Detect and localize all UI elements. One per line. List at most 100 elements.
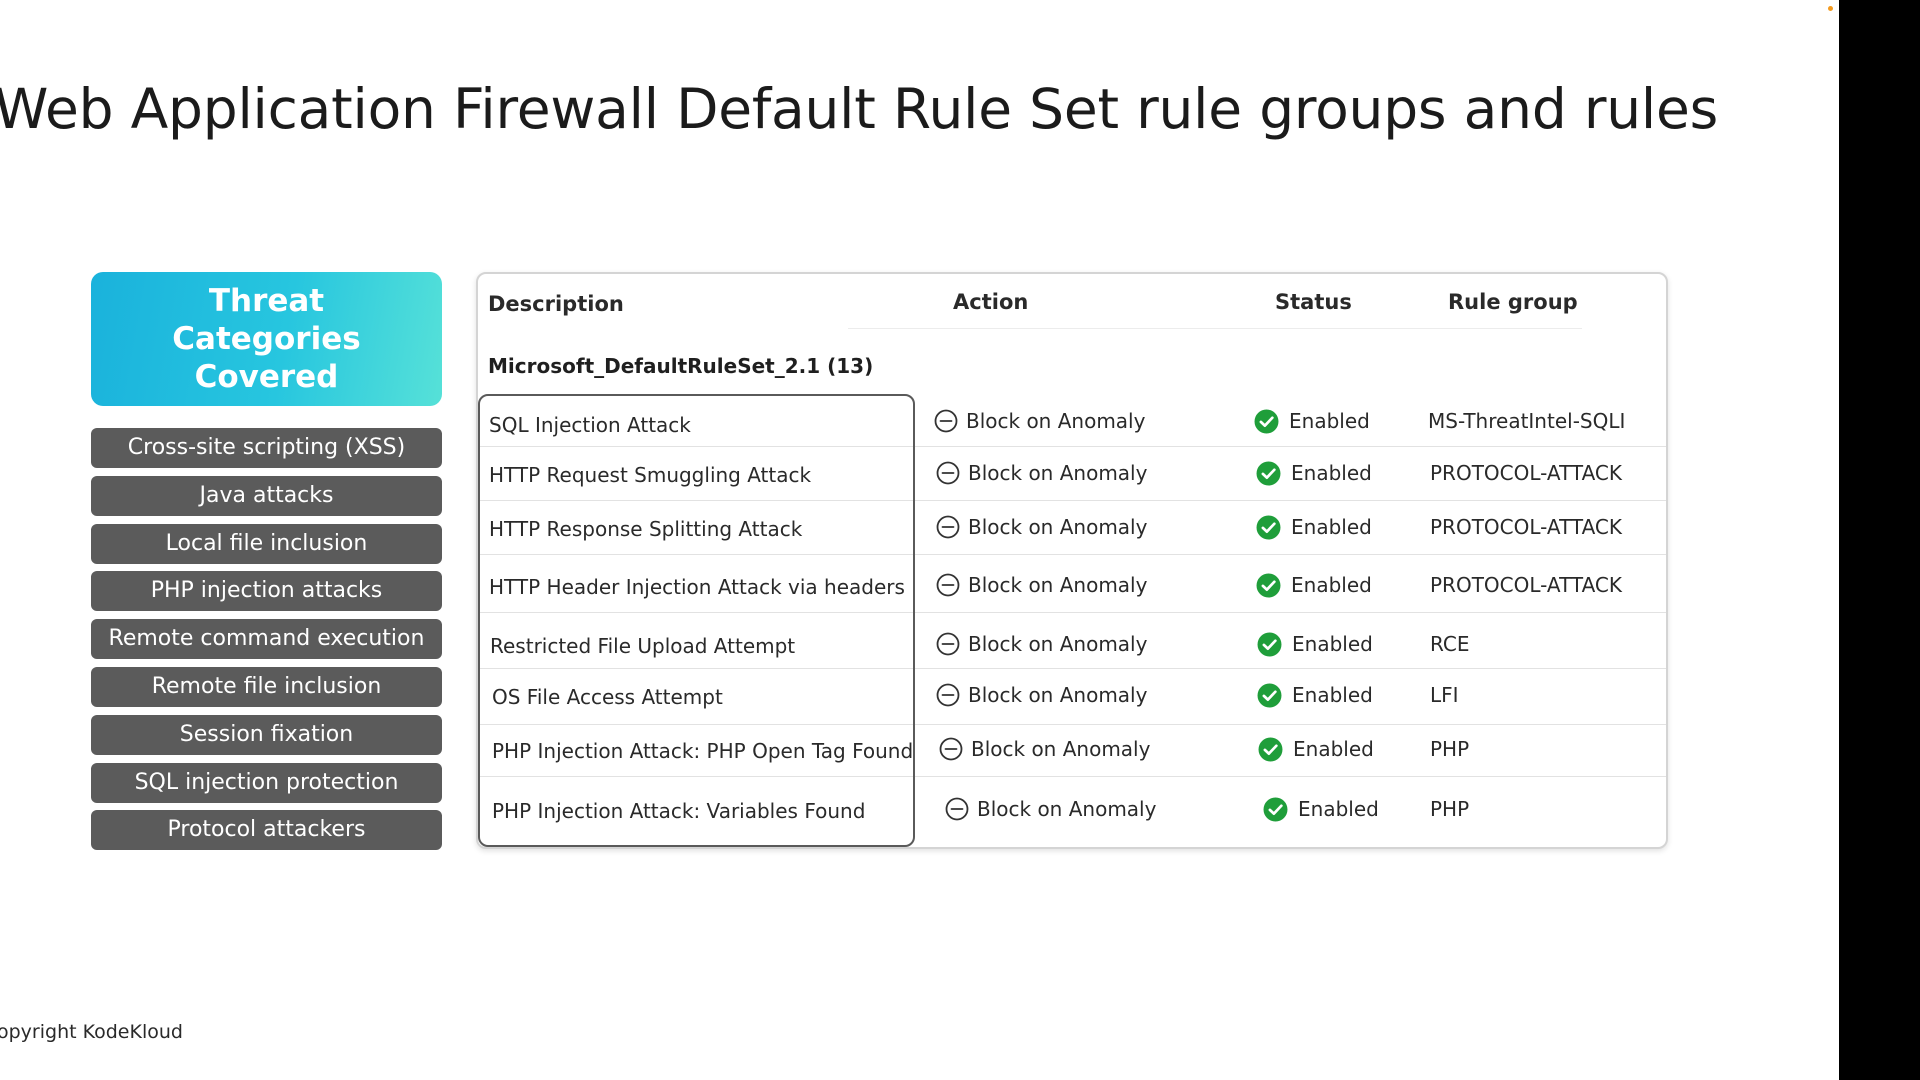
rule-status: Enabled (1257, 670, 1373, 720)
threat-categories-list: Cross-site scripting (XSS) Java attacks … (91, 428, 442, 851)
block-icon (936, 632, 960, 656)
check-circle-icon (1257, 632, 1282, 656)
rule-group: PHP (1430, 797, 1470, 821)
rule-description: PHP Injection Attack: PHP Open Tag Found (492, 739, 914, 763)
threat-item-sqli: SQL injection protection (91, 762, 442, 803)
rule-status-label: Enabled (1289, 409, 1370, 433)
table-row[interactable]: HTTP Request Smuggling Attack Block on An… (478, 450, 1666, 500)
rule-action[interactable]: Block on Anomaly (936, 502, 1147, 552)
block-icon (936, 515, 960, 539)
rule-action[interactable]: Block on Anomaly (936, 670, 1147, 720)
header-divider (848, 328, 1582, 329)
rule-status: Enabled (1263, 784, 1379, 834)
rule-action[interactable]: Block on Anomaly (936, 560, 1147, 610)
rule-status-label: Enabled (1292, 632, 1373, 656)
rule-status: Enabled (1258, 724, 1374, 774)
check-circle-icon (1254, 409, 1279, 433)
threat-item-rfi: Remote file inclusion (91, 666, 442, 707)
rule-action-label: Block on Anomaly (966, 409, 1146, 433)
rule-action-label: Block on Anomaly (968, 573, 1148, 597)
row-divider (478, 446, 1666, 447)
rule-action[interactable]: Block on Anomaly (945, 784, 1156, 834)
row-divider (478, 500, 1666, 501)
threat-item-session-fixation: Session fixation (91, 714, 442, 755)
rules-table: Description Action Status Rule group Mic… (476, 272, 1668, 849)
rule-description: Restricted File Upload Attempt (490, 634, 796, 658)
rule-action-label: Block on Anomaly (971, 737, 1151, 761)
rule-group: PROTOCOL-ATTACK (1430, 573, 1623, 597)
table-row[interactable]: PHP Injection Attack: Variables Found Blo… (478, 786, 1666, 836)
rule-action-label: Block on Anomaly (968, 461, 1148, 485)
check-circle-icon (1256, 461, 1281, 485)
column-header-rule-group[interactable]: Rule group (1448, 290, 1578, 314)
check-circle-icon (1257, 683, 1282, 707)
table-row[interactable]: SQL Injection Attack Block on Anomaly Enab… (478, 400, 1666, 450)
table-row[interactable]: PHP Injection Attack: PHP Open Tag Found… (478, 726, 1666, 776)
rule-group: MS-ThreatIntel-SQLI (1428, 409, 1626, 433)
rule-status-label: Enabled (1291, 573, 1372, 597)
rule-description: HTTP Response Splitting Attack (489, 517, 803, 541)
row-divider (478, 776, 1666, 777)
threat-item-lfi: Local file inclusion (91, 523, 442, 564)
table-row[interactable]: HTTP Response Splitting Attack Block on A… (478, 504, 1666, 554)
row-divider (478, 612, 1666, 613)
rule-group: LFI (1430, 683, 1459, 707)
check-circle-icon (1263, 797, 1288, 821)
block-icon (936, 573, 960, 597)
threat-item-xss: Cross-site scripting (XSS) (91, 428, 442, 468)
threat-item-php: PHP injection attacks (91, 571, 442, 612)
table-row[interactable]: HTTP Header Injection Attack via headers… (478, 562, 1666, 612)
rule-action-label: Block on Anomaly (968, 632, 1148, 656)
rule-status: Enabled (1254, 396, 1370, 446)
column-header-description[interactable]: Description (488, 292, 624, 316)
check-circle-icon (1256, 573, 1281, 597)
side-black-bar (1839, 0, 1920, 1080)
rule-description: HTTP Request Smuggling Attack (489, 463, 812, 487)
rule-description: HTTP Header Injection Attack via headers (489, 575, 905, 599)
rule-status-label: Enabled (1292, 683, 1373, 707)
rule-group: PROTOCOL-ATTACK (1430, 515, 1623, 539)
block-icon (939, 737, 963, 761)
rule-group: RCE (1430, 632, 1470, 656)
rule-action[interactable]: Block on Anomaly (936, 448, 1147, 498)
slide-title: Web Application Firewall Default Rule Se… (0, 77, 1719, 141)
check-circle-icon (1256, 515, 1281, 539)
rule-description: SQL Injection Attack (489, 413, 691, 437)
column-header-status[interactable]: Status (1275, 290, 1352, 314)
rule-status: Enabled (1257, 619, 1373, 669)
rule-action[interactable]: Block on Anomaly (939, 724, 1150, 774)
rule-action-label: Block on Anomaly (968, 683, 1148, 707)
rule-group: PHP (1430, 737, 1470, 761)
threat-categories-header: Threat Categories Covered (91, 272, 442, 406)
rule-action[interactable]: Block on Anomaly (934, 396, 1145, 446)
threat-item-protocol: Protocol attackers (91, 810, 442, 851)
threat-item-java: Java attacks (91, 475, 442, 516)
slide: Web Application Firewall Default Rule Se… (0, 77, 1719, 1043)
rule-status-label: Enabled (1298, 797, 1379, 821)
block-icon (945, 797, 969, 821)
row-divider (478, 668, 1666, 669)
table-row[interactable]: Restricted File Upload Attempt Block on A… (478, 621, 1666, 671)
rule-action-label: Block on Anomaly (977, 797, 1157, 821)
column-header-action[interactable]: Action (953, 290, 1029, 314)
rule-status: Enabled (1256, 560, 1372, 610)
check-circle-icon (1258, 737, 1283, 761)
threat-item-rce: Remote command execution (91, 619, 442, 660)
rule-set-group-label[interactable]: Microsoft_DefaultRuleSet_2.1 (13) (488, 354, 874, 378)
copyright-text: opyright KodeKloud (0, 1021, 183, 1043)
block-icon (936, 683, 960, 707)
row-divider (478, 554, 1666, 555)
block-icon (936, 461, 960, 485)
row-divider (478, 724, 1666, 725)
rule-group: PROTOCOL-ATTACK (1430, 461, 1623, 485)
rule-action-label: Block on Anomaly (968, 515, 1148, 539)
rule-status-label: Enabled (1293, 737, 1374, 761)
rule-action[interactable]: Block on Anomaly (936, 619, 1147, 669)
block-icon (934, 409, 958, 433)
orange-dot-indicator (1828, 6, 1833, 11)
rule-description: PHP Injection Attack: Variables Found (492, 799, 866, 823)
rule-status: Enabled (1256, 502, 1372, 552)
rule-status-label: Enabled (1291, 461, 1372, 485)
rule-status: Enabled (1256, 448, 1372, 498)
